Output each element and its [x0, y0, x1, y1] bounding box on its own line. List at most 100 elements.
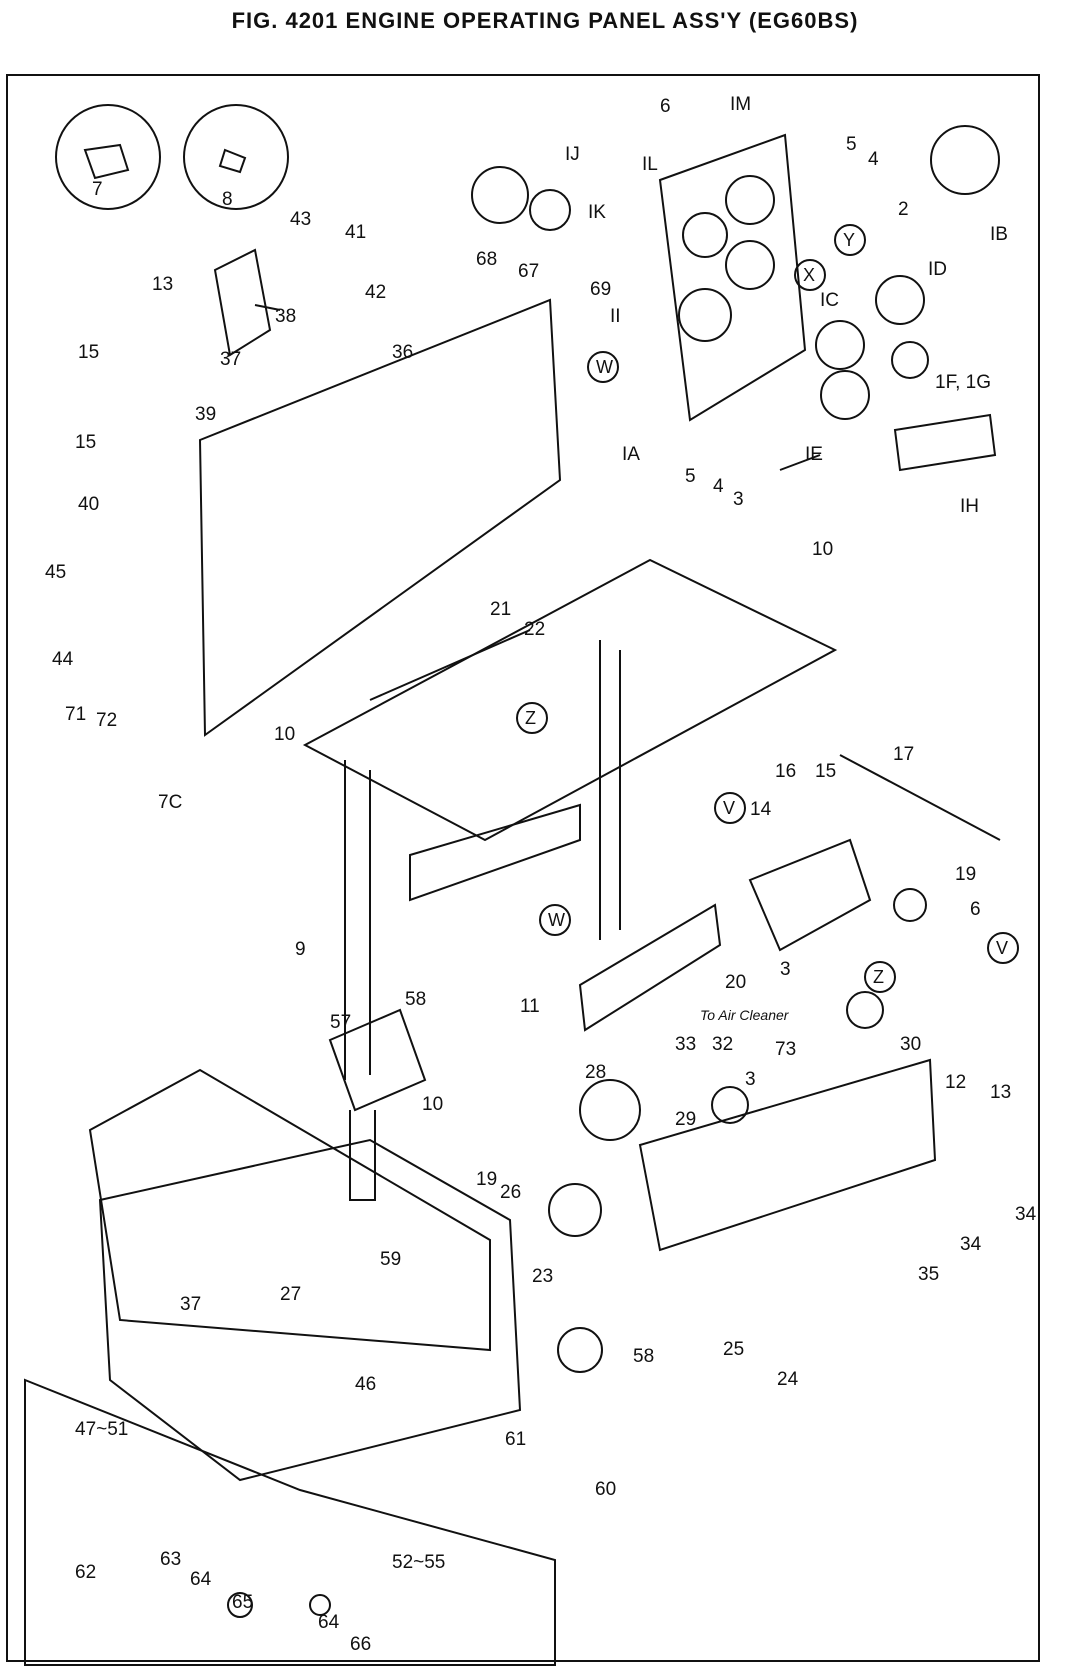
callout: 66	[350, 1634, 371, 1655]
cable-17	[839, 754, 1001, 841]
gauge-1b	[930, 125, 1000, 195]
gauge-1d	[875, 275, 925, 325]
callout: IH	[960, 496, 979, 517]
callout: 34	[1015, 1204, 1037, 1225]
callout: 47~51	[75, 1419, 128, 1440]
component-23	[548, 1183, 602, 1237]
gauge-1f	[891, 341, 929, 379]
circled-ref: V	[996, 938, 1008, 958]
callout: 67	[518, 261, 539, 282]
callout: 71	[65, 704, 86, 725]
side-panel	[88, 1068, 491, 1352]
callout: 10	[274, 724, 295, 745]
callout: 64	[190, 1569, 212, 1590]
callout: 46	[355, 1374, 376, 1395]
callout: 23	[532, 1266, 553, 1287]
callout-labels: 6 IM IJ IL IK 68 67 69 II 5 4 2 IB ID IC…	[45, 94, 1037, 1655]
circled-ref: Z	[525, 708, 536, 728]
switch-29	[711, 1086, 749, 1124]
callout: 52~55	[392, 1552, 445, 1573]
callout: 24	[777, 1369, 799, 1390]
circled-ref: V	[723, 798, 735, 818]
callout: 9	[295, 939, 306, 960]
gauge-1e	[820, 370, 870, 420]
callout: 35	[918, 1264, 939, 1285]
callout: 19	[476, 1169, 497, 1190]
gauge-1c	[815, 320, 865, 370]
callout: 14	[750, 799, 772, 820]
callout: 4	[713, 476, 724, 497]
callout: 37	[180, 1294, 201, 1315]
gauge-plate	[658, 133, 807, 422]
plate-12	[638, 1058, 937, 1252]
callout: 64	[318, 1612, 340, 1633]
detail-y-circle	[183, 104, 289, 210]
callout: 37	[220, 349, 241, 370]
lamp-30	[846, 991, 884, 1029]
callout: 30	[900, 1034, 921, 1055]
back-panel	[198, 298, 562, 737]
cover-38	[213, 248, 272, 357]
top-frame	[302, 558, 838, 842]
callout: 17	[893, 744, 914, 765]
callout: 3	[780, 959, 791, 980]
circled-ref: Y	[843, 230, 855, 250]
diagram-frame	[6, 74, 1040, 1662]
callout: 5	[685, 466, 696, 487]
circled-ref: W	[596, 357, 613, 377]
circled-ref: W	[548, 910, 565, 930]
callout: 72	[96, 710, 117, 731]
callout: 60	[595, 1479, 616, 1500]
callout: IJ	[565, 144, 580, 165]
callout: 43	[290, 209, 311, 230]
callout: 13	[990, 1082, 1011, 1103]
callout: 65	[232, 1592, 253, 1613]
callout: 3	[745, 1069, 756, 1090]
figure-title: FIG. 4201 ENGINE OPERATING PANEL ASS'Y (…	[231, 8, 859, 33]
callout: 6	[660, 96, 671, 117]
callout: II	[610, 306, 621, 327]
detail-y-part	[218, 148, 247, 174]
callout: 73	[775, 1039, 796, 1060]
callout: IA	[622, 444, 640, 465]
callout: 10	[422, 1094, 443, 1115]
callout: 36	[392, 342, 413, 363]
plate-11	[578, 903, 722, 1032]
front-panel	[98, 1138, 522, 1482]
gauge-68	[471, 166, 529, 224]
callout: 41	[345, 222, 366, 243]
circled-ref: X	[803, 265, 815, 285]
switch-1h	[893, 413, 997, 472]
callout: 40	[78, 494, 99, 515]
callout: 15	[78, 342, 99, 363]
callout: 57	[330, 1012, 351, 1033]
callout: 26	[500, 1182, 521, 1203]
callout: 1F, 1G	[935, 372, 991, 393]
switch-28	[579, 1079, 641, 1141]
callout: 59	[380, 1249, 401, 1270]
callout: 58	[633, 1346, 654, 1367]
bottom-panel-62	[24, 1378, 556, 1666]
callout: 19	[955, 864, 976, 885]
callout: IL	[642, 154, 658, 175]
callout: 11	[520, 996, 540, 1017]
callout: 62	[75, 1562, 96, 1583]
callout: 61	[505, 1429, 526, 1450]
callout: 39	[195, 404, 216, 425]
callout: 32	[712, 1034, 733, 1055]
switch-box	[328, 1008, 427, 1112]
callout: 8	[222, 189, 233, 210]
governor-bracket	[748, 838, 872, 952]
air-cleaner-note: To Air Cleaner	[700, 1007, 790, 1023]
callout: ID	[928, 259, 947, 280]
callout: 6	[970, 899, 981, 920]
callout: IB	[990, 224, 1008, 245]
detail-x-part	[83, 143, 130, 180]
circled-ref: Z	[873, 967, 884, 987]
hour-meter-60	[557, 1327, 603, 1373]
callout: 68	[476, 249, 497, 270]
callout: 7C	[158, 792, 182, 813]
detail-x-circle	[55, 104, 161, 210]
callout: IE	[805, 444, 823, 465]
